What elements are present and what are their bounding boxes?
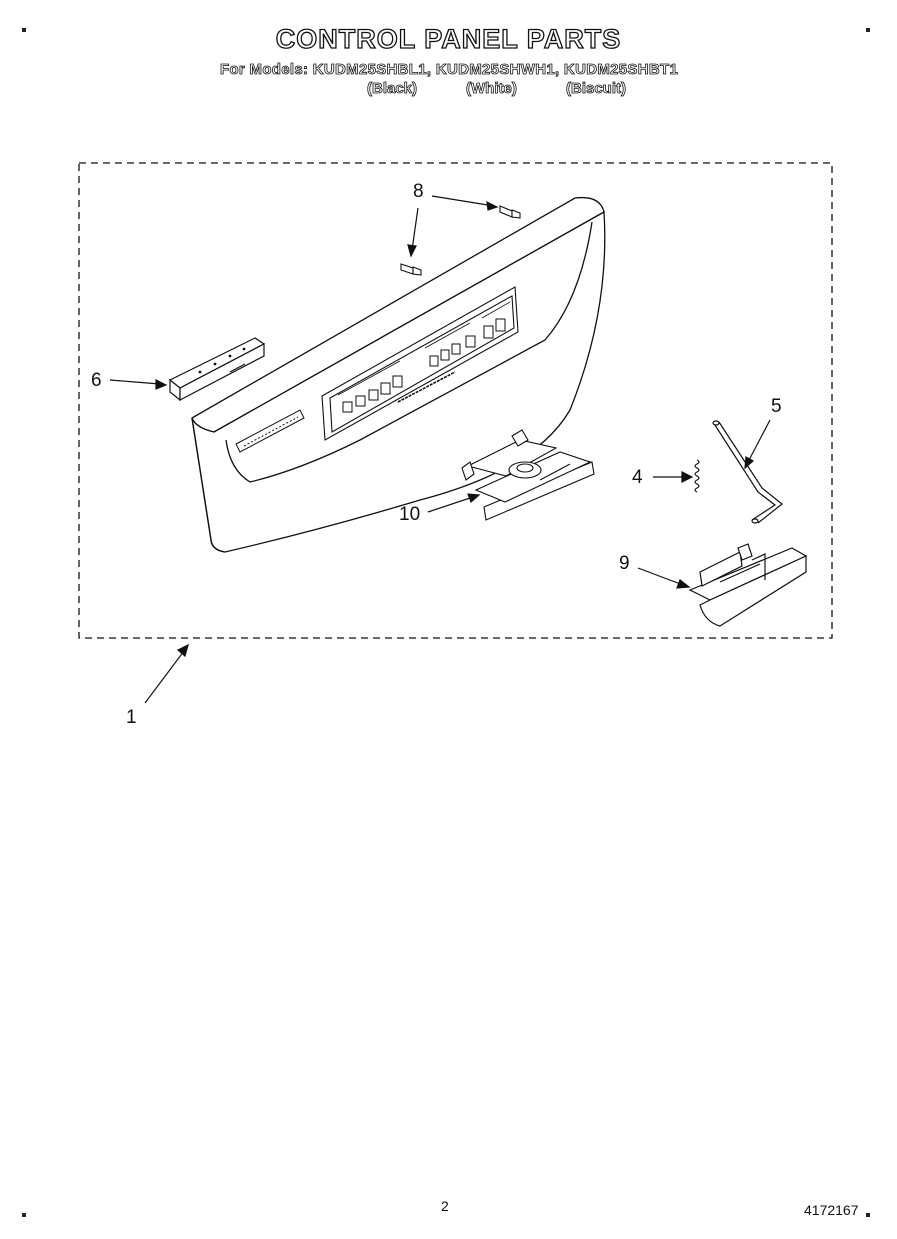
assembly-boundary bbox=[78, 162, 833, 639]
console-buttons bbox=[342, 318, 506, 413]
callout-4: 4 bbox=[632, 467, 643, 488]
callout-1: 1 bbox=[126, 707, 137, 728]
callout-8: 8 bbox=[413, 181, 424, 202]
latch-handle-part bbox=[688, 543, 808, 627]
corner-mark-top-right bbox=[866, 28, 870, 32]
color-label-white: (White) bbox=[466, 80, 518, 98]
bracket-bar-part bbox=[168, 337, 266, 402]
screw-part-right bbox=[499, 205, 521, 219]
console-markings bbox=[337, 301, 511, 403]
control-console bbox=[321, 286, 519, 441]
actuator-rod-part bbox=[712, 420, 783, 524]
callout-10: 10 bbox=[399, 504, 421, 525]
leader-lines bbox=[109, 195, 771, 704]
corner-mark-top-left bbox=[22, 28, 26, 32]
models-line: For Models: KUDM25SHBL1, KUDM25SHWH1, KU… bbox=[220, 61, 679, 79]
corner-mark-bottom-right bbox=[866, 1213, 870, 1217]
page-title: CONTROL PANEL PARTS bbox=[275, 23, 622, 54]
document-number: 4172167 bbox=[804, 1202, 859, 1218]
corner-mark-bottom-left bbox=[22, 1213, 26, 1217]
page-number: 2 bbox=[441, 1198, 449, 1214]
switch-housing-part bbox=[461, 429, 595, 521]
callout-5: 5 bbox=[771, 396, 782, 417]
spring-part bbox=[694, 459, 700, 493]
color-label-black: (Black) bbox=[367, 80, 418, 98]
callout-6: 6 bbox=[91, 370, 102, 391]
color-label-biscuit: (Biscuit) bbox=[566, 80, 627, 98]
screw-part-left bbox=[400, 263, 422, 276]
vent-slot bbox=[235, 409, 305, 453]
callout-9: 9 bbox=[619, 553, 630, 574]
